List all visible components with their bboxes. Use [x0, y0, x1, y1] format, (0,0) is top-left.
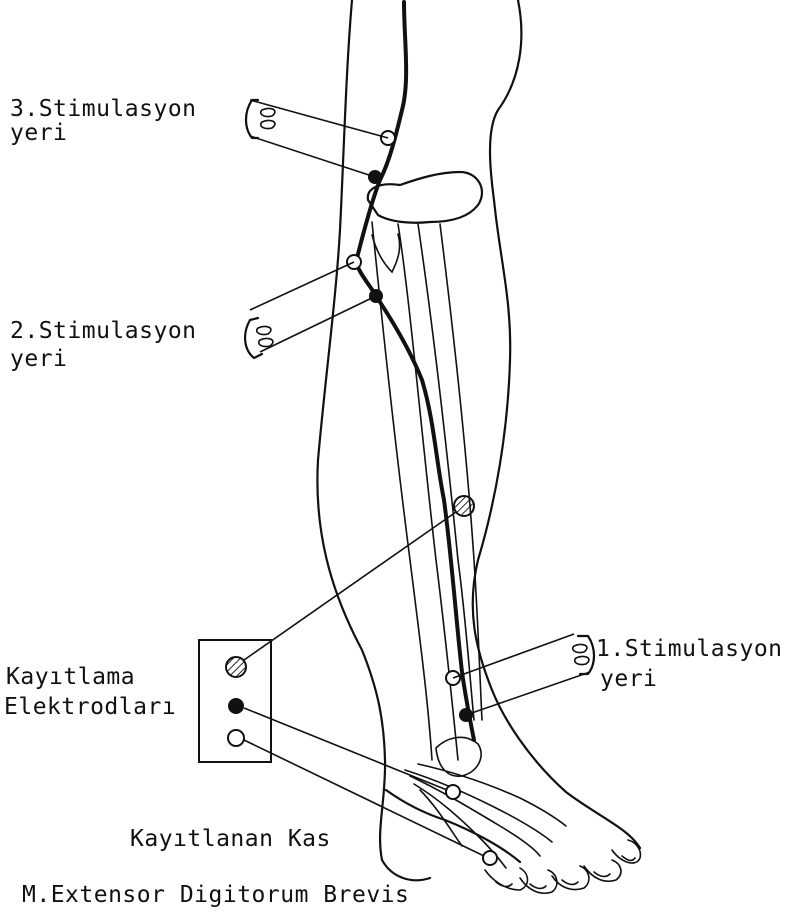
recorded-muscle-label: Kayıtlanan Kas	[130, 826, 331, 852]
stimulator-probe-2	[245, 262, 376, 358]
box-ground-terminal	[226, 657, 246, 677]
stimulator-probe-1	[453, 634, 594, 715]
foot-outline	[386, 790, 640, 893]
recording-reference-electrode	[483, 851, 497, 865]
recording-electrode-box	[199, 512, 484, 856]
stim1-label: 1.Stimulasyon	[596, 636, 783, 662]
ground-electrode	[454, 496, 474, 516]
box-active-terminal	[228, 698, 244, 714]
stim3-sublabel: yeri	[10, 120, 67, 146]
stim1-sublabel: yeri	[600, 666, 657, 692]
muscle-name-label: M.Extensor Digitorum Brevis	[22, 882, 409, 908]
recording-active-electrode	[446, 785, 460, 799]
stim2-label: 2.Stimulasyon	[10, 318, 197, 344]
stimulator-probe-3	[246, 100, 388, 177]
box-reference-terminal	[228, 730, 244, 746]
stim2-sublabel: yeri	[10, 346, 67, 372]
recording-electrodes-label: Kayıtlama	[6, 664, 135, 690]
stim3-label: 3.Stimulasyon	[10, 96, 197, 122]
recording-electrodes-sublabel: Elektrodları	[4, 694, 176, 720]
electrodes	[347, 131, 497, 865]
